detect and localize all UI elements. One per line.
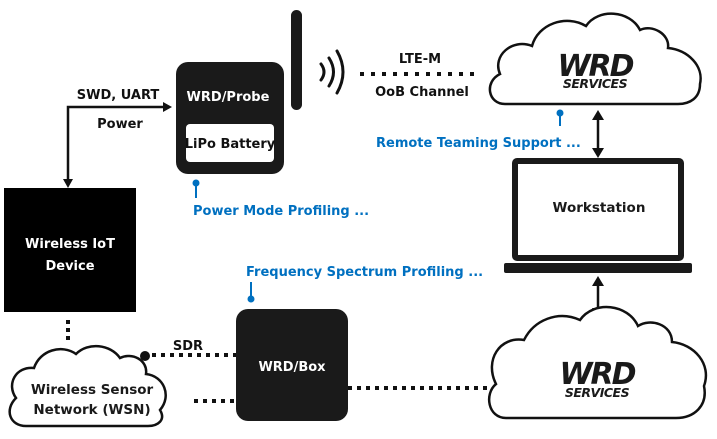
laptop-screen-icon <box>512 158 684 261</box>
callout-dot-icon <box>247 295 255 303</box>
wsn-label-1: Wireless Sensor <box>31 382 154 398</box>
arrow-up-icon <box>592 276 604 286</box>
wrd-box-node[interactable]: WRD/Box <box>236 309 348 421</box>
probe-device-connector: SWD, UART Power <box>63 88 172 188</box>
wireless-signal-icon <box>319 49 345 95</box>
lte-m-connector: LTE-M OoB Channel <box>360 52 480 100</box>
swd-uart-label: SWD, UART <box>77 88 160 103</box>
arrow-right-icon <box>163 102 172 112</box>
frequency-spectrum-callout: Frequency Spectrum Profiling ... <box>246 265 483 303</box>
oob-channel-label: OoB Channel <box>375 85 469 100</box>
wireless-iot-device-label-1: Wireless IoT <box>25 237 115 252</box>
sdr-endpoint-dot-icon <box>140 351 150 361</box>
power-label: Power <box>97 117 143 132</box>
wrd-logo-text: WRD <box>557 49 633 84</box>
remote-teaming-callout: Remote Teaming Support ... <box>376 109 581 151</box>
wrd-services-cloud-bottom[interactable]: WRD SERVICES <box>487 305 707 420</box>
frequency-spectrum-label: Frequency Spectrum Profiling ... <box>246 265 483 280</box>
workstation-label: Workstation <box>553 200 646 216</box>
sdr-label: SDR <box>173 339 203 354</box>
services-logo-text: SERVICES <box>565 385 630 400</box>
arrow-up-icon <box>592 110 604 120</box>
laptop-base-icon <box>504 263 692 273</box>
wsn-label-2: Network (WSN) <box>33 402 150 418</box>
antenna-icon <box>291 10 302 110</box>
cloud-icon <box>8 345 167 428</box>
wrd-probe-label: WRD/Probe <box>187 90 270 105</box>
services-logo-text: SERVICES <box>563 76 628 91</box>
arrow-down-icon <box>592 148 604 158</box>
workstation-node[interactable]: Workstation <box>504 158 692 273</box>
remote-teaming-label: Remote Teaming Support ... <box>376 136 581 151</box>
wsn-cloud-node[interactable]: Wireless Sensor Network (WSN) <box>8 345 167 428</box>
power-mode-label: Power Mode Profiling ... <box>193 204 369 219</box>
arrow-down-icon <box>63 179 73 188</box>
cloud-workstation-double-arrow <box>592 110 604 158</box>
probe-device-line <box>66 105 168 184</box>
wireless-iot-device-node[interactable]: Wireless IoT Device <box>4 188 136 312</box>
lipo-battery-label: LiPo Battery <box>185 137 276 152</box>
wrd-probe-node[interactable]: WRD/Probe LiPo Battery <box>176 10 302 174</box>
wrd-box-label: WRD/Box <box>258 360 326 375</box>
lte-m-label: LTE-M <box>399 52 441 67</box>
cloud-icon <box>487 305 707 420</box>
wireless-iot-device-label-2: Device <box>45 259 94 274</box>
sdr-connector: SDR <box>140 339 236 361</box>
power-mode-callout: Power Mode Profiling ... <box>192 179 369 219</box>
cloud-icon <box>488 12 702 106</box>
wrd-services-cloud-top[interactable]: WRD SERVICES <box>488 12 702 106</box>
wrd-logo-text: WRD <box>559 357 635 392</box>
lipo-battery-box <box>186 124 274 162</box>
